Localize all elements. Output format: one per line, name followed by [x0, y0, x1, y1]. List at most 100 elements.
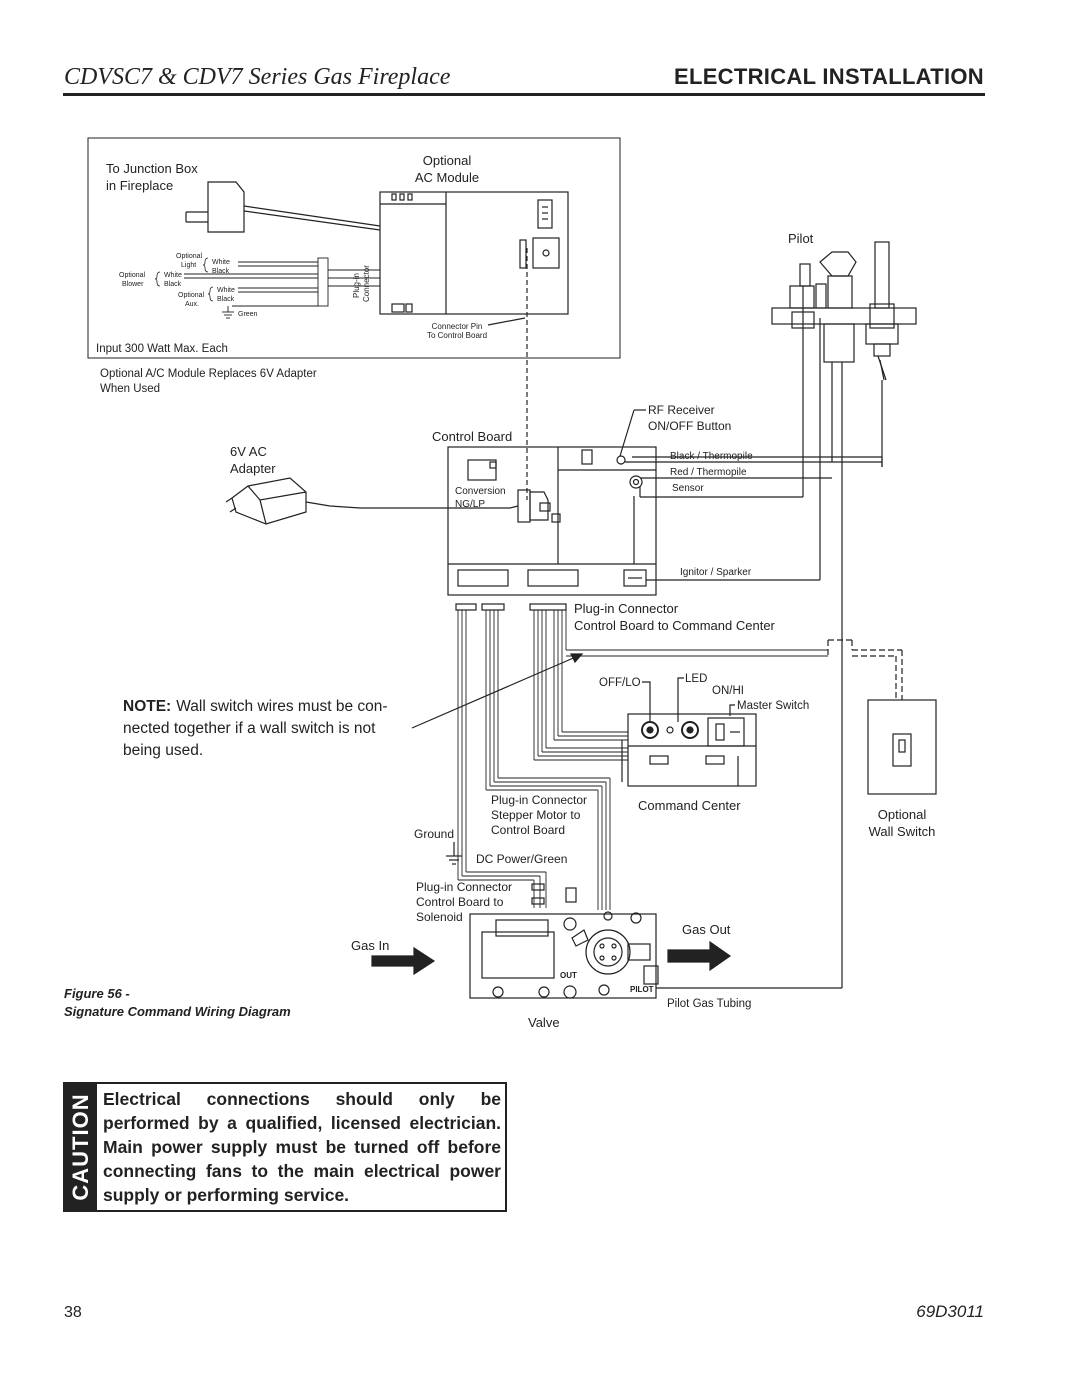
- plug-in-connector-label-1: Plug-in: [352, 273, 361, 298]
- blower-black-label: Black: [164, 281, 182, 288]
- control-board-label: Control Board: [432, 429, 512, 444]
- replaces-adapter-label-2: When Used: [100, 383, 160, 395]
- ac-module-label-2: AC Module: [415, 170, 479, 185]
- document-title: CDVSC7 & CDV7 Series Gas Fireplace: [64, 64, 451, 90]
- gas-out-arrow: [667, 940, 732, 972]
- on-off-button-label: ON/OFF Button: [648, 419, 731, 433]
- optional-aux-label-2: Aux.: [185, 301, 199, 308]
- ac-module-label-1: Optional: [423, 153, 472, 168]
- stepper-label-3: Control Board: [491, 823, 565, 837]
- junction-box-label-2: in Fireplace: [106, 178, 173, 193]
- thermopile-sensor-wires: [625, 456, 883, 581]
- ac-adapter-icon: [225, 477, 519, 525]
- wire-bundles: [457, 610, 828, 910]
- conversion-label-1: Conversion: [455, 486, 506, 497]
- led-label: LED: [685, 673, 707, 685]
- gas-in-arrow: [371, 946, 436, 976]
- note-line-1: Wall switch wires must be con-: [176, 698, 387, 715]
- pilot-label: Pilot: [788, 231, 814, 246]
- dc-power-label: DC Power/Green: [476, 852, 567, 866]
- junction-box-label-1: To Junction Box: [106, 161, 198, 176]
- power-plug-icon: [185, 181, 381, 233]
- light-white-label: White: [212, 259, 230, 266]
- gas-valve-icon: [469, 911, 659, 999]
- svg-text:NOTE:Wall switch wires must be: NOTE: Wall switch wires must be con-: [123, 698, 388, 715]
- board-bottom-connectors: [455, 603, 567, 611]
- connector-pin-label-2: To Control Board: [427, 331, 487, 340]
- wall-switch-label-1: Optional: [878, 807, 927, 822]
- sensor-label: Sensor: [672, 483, 704, 494]
- valve-pilot-mark: PILOT: [630, 985, 654, 994]
- note-arrowhead: [570, 653, 584, 664]
- optional-light-label-2: Light: [181, 262, 196, 269]
- wall-switch-note: NOTE: Wall switch wires must be con- nect…: [123, 698, 388, 759]
- note-leader-line: [411, 655, 579, 729]
- valve-label: Valve: [528, 1015, 560, 1030]
- plugin-cc-label-1: Plug-in Connector: [574, 601, 679, 616]
- ground-icon: [446, 842, 462, 865]
- master-switch-label: Master Switch: [737, 700, 809, 712]
- note-line-3: being used.: [123, 742, 203, 759]
- optional-light-label-1: Optional: [176, 253, 203, 260]
- note-line-2: nected together if a wall switch is not: [123, 720, 376, 737]
- caution-box: CAUTION Electrical connections should on…: [63, 1082, 507, 1212]
- ground-label: Ground: [414, 827, 454, 841]
- gas-out-label: Gas Out: [682, 922, 731, 937]
- wall-switch-label-2: Wall Switch: [869, 824, 936, 839]
- wiring-diagram: To Junction Box in Fireplace Optional AC…: [64, 137, 937, 1030]
- command-center-leaders: [642, 677, 735, 722]
- solenoid-label-2: Control Board to: [416, 895, 504, 909]
- blower-white-label: White: [164, 272, 182, 279]
- wire-harness: [184, 257, 380, 319]
- rf-receiver-leader-2: [619, 409, 635, 457]
- adapter-label-1: 6V AC: [230, 444, 267, 459]
- wall-switch-dashed-wires: [827, 639, 903, 700]
- caution-label: CAUTION: [68, 1093, 93, 1201]
- red-thermopile-label: Red / Thermopile: [670, 467, 747, 478]
- replaces-adapter-label-1: Optional A/C Module Replaces 6V Adapter: [100, 368, 317, 380]
- pilot-wires: [802, 286, 883, 988]
- solenoid-connectors: [531, 883, 577, 905]
- ignitor-label: Ignitor / Sparker: [680, 567, 752, 578]
- aux-black-label: Black: [217, 296, 235, 303]
- caution-text: Electrical connections should only be pe…: [103, 1089, 501, 1205]
- ac-module-icon: [379, 191, 569, 315]
- rf-receiver-label: RF Receiver: [648, 403, 715, 417]
- ac-module-frame: [87, 137, 621, 359]
- connector-pin-leader: [487, 317, 526, 326]
- brace-marks: [154, 257, 214, 302]
- conversion-label-2: NG/LP: [455, 499, 485, 510]
- off-lo-label: OFF/LO: [599, 677, 641, 689]
- wall-switch-icon: [867, 699, 937, 795]
- gas-in-label: Gas In: [351, 938, 389, 953]
- page-number: 38: [64, 1304, 82, 1321]
- optional-blower-label-2: Blower: [122, 281, 144, 288]
- pilot-tubing-label: Pilot Gas Tubing: [667, 998, 751, 1010]
- stepper-label-1: Plug-in Connector: [491, 793, 587, 807]
- pilot-assembly-icon: [771, 241, 917, 381]
- section-title: ELECTRICAL INSTALLATION: [674, 64, 984, 89]
- optional-aux-label-1: Optional: [178, 292, 205, 299]
- figure-title: Signature Command Wiring Diagram: [64, 1004, 291, 1019]
- solenoid-label-3: Solenoid: [416, 910, 463, 924]
- input-watt-label: Input 300 Watt Max. Each: [96, 343, 228, 355]
- valve-out-mark: OUT: [560, 971, 577, 980]
- note-bold: NOTE:: [123, 698, 171, 715]
- adapter-label-2: Adapter: [230, 461, 276, 476]
- plug-in-connector-label-2: Connector: [362, 265, 371, 302]
- caution-tab: CAUTION: [65, 1084, 97, 1210]
- figure-number: Figure 56 -: [64, 986, 130, 1001]
- document-id: 69D3011: [916, 1302, 984, 1321]
- optional-blower-label-1: Optional: [119, 272, 146, 279]
- aux-white-label: White: [217, 287, 235, 294]
- command-center-icon: [621, 713, 757, 787]
- ground-green-label: Green: [238, 311, 258, 318]
- solenoid-label-1: Plug-in Connector: [416, 880, 512, 894]
- on-hi-label: ON/HI: [712, 685, 744, 697]
- stepper-label-2: Stepper Motor to: [491, 808, 581, 822]
- command-center-label: Command Center: [638, 798, 741, 813]
- light-black-label: Black: [212, 268, 230, 275]
- plugin-cc-label-2: Control Board to Command Center: [574, 618, 776, 633]
- header-rule: [63, 93, 985, 96]
- control-board-icon: [447, 446, 657, 596]
